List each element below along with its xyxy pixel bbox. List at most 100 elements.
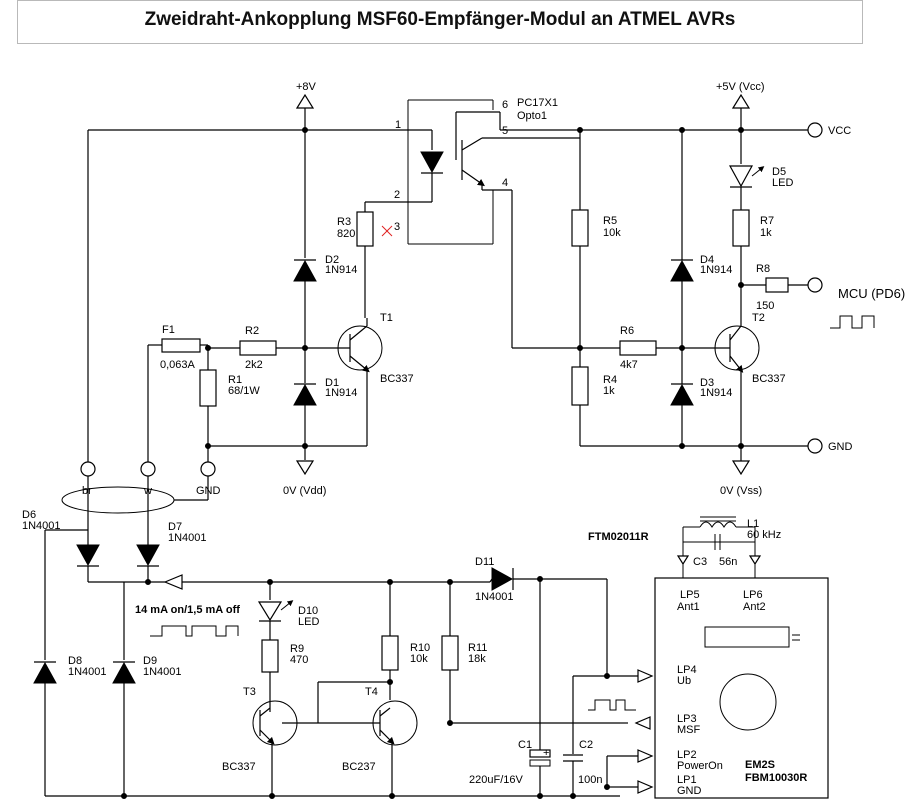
opto-pin2-label: 2 <box>394 189 400 201</box>
svg-text:GND: GND <box>677 785 702 797</box>
led-D5: D5 LED <box>728 165 793 189</box>
svg-text:4k7: 4k7 <box>620 359 638 371</box>
svg-text:BC337: BC337 <box>380 373 414 385</box>
svg-text:Ant1: Ant1 <box>677 601 700 613</box>
opto-pin4-label: 4 <box>502 177 508 189</box>
svg-text:LP3: LP3 <box>677 713 697 725</box>
terminal-mcu: MCU (PD6) <box>807 277 905 329</box>
svg-text:1N914: 1N914 <box>700 387 732 399</box>
svg-text:D3: D3 <box>700 377 714 389</box>
module-name: EM2S <box>745 759 775 771</box>
svg-text:PowerOn: PowerOn <box>677 760 723 772</box>
svg-text:LED: LED <box>772 177 793 189</box>
svg-text:820: 820 <box>337 228 355 240</box>
svg-text:MCU (PD6): MCU (PD6) <box>838 286 905 301</box>
signal-arrow <box>163 574 183 590</box>
svg-text:D4: D4 <box>700 254 714 266</box>
resistor-R7: R7 1k <box>732 209 774 247</box>
svg-text:1N4001: 1N4001 <box>168 532 207 544</box>
svg-text:LP5: LP5 <box>680 589 700 601</box>
pulse-waveform-current <box>150 625 239 637</box>
svg-text:D8: D8 <box>68 655 82 667</box>
svg-text:1N4001: 1N4001 <box>22 520 61 532</box>
svg-text:LED: LED <box>298 616 319 628</box>
svg-text:T4: T4 <box>365 686 378 698</box>
svg-text:1N4001: 1N4001 <box>68 666 107 678</box>
led-D10: D10 LED <box>257 600 319 628</box>
resistor-R9: R9 470 <box>261 639 308 673</box>
diode-D4: D4 1N914 <box>670 254 732 282</box>
pulse-waveform-msf <box>588 699 636 711</box>
svg-text:BC237: BC237 <box>342 761 376 773</box>
svg-text:LP4: LP4 <box>677 664 697 676</box>
svg-text:F1: F1 <box>162 324 175 336</box>
svg-text:R5: R5 <box>603 215 617 227</box>
terminal-vcc: VCC <box>807 122 851 138</box>
fuse-F1: F1 0,063A <box>148 324 209 371</box>
svg-text:BC337: BC337 <box>222 761 256 773</box>
svg-text:0,063A: 0,063A <box>160 359 196 371</box>
svg-text:1N914: 1N914 <box>700 264 732 276</box>
diode-D2: D2 1N914 <box>293 254 357 282</box>
svg-text:1k: 1k <box>603 385 615 397</box>
opto-pin3-label: 3 <box>394 221 400 233</box>
svg-text:BC337: BC337 <box>752 373 786 385</box>
transistor-T3: T3 BC337 <box>222 686 318 796</box>
svg-text:R6: R6 <box>620 325 634 337</box>
svg-text:R10: R10 <box>410 642 430 654</box>
svg-text:LP1: LP1 <box>677 774 697 786</box>
svg-text:LP2: LP2 <box>677 749 697 761</box>
capacitor-C2: C2 100n <box>563 739 602 786</box>
svg-text:0V (Vss): 0V (Vss) <box>720 485 762 497</box>
svg-text:10k: 10k <box>603 227 621 239</box>
diode-D3: D3 1N914 <box>670 377 732 406</box>
svg-text:MSF: MSF <box>677 724 701 736</box>
svg-text:1k: 1k <box>760 227 772 239</box>
svg-text:T2: T2 <box>752 312 765 324</box>
svg-text:68/1W: 68/1W <box>228 385 260 397</box>
svg-text:D6: D6 <box>22 509 36 521</box>
diode-D7: D7 1N4001 <box>136 521 207 567</box>
optocoupler: 2 3 6 5 4 PC17X1 Opto1 <box>365 97 580 245</box>
svg-text:D5: D5 <box>772 166 786 178</box>
ground-vdd-symbol: 0V (Vdd) <box>283 460 326 497</box>
resistor-R6: R6 4k7 <box>619 325 730 371</box>
resistor-R3: R3 820 <box>337 202 374 318</box>
svg-text:1N4001: 1N4001 <box>143 666 182 678</box>
resistor-R10: R10 10k <box>381 635 430 671</box>
module-em2s: LP5 Ant1 LP6 Ant2 LP4 Ub LP3 MSF LP2 Pow… <box>654 577 829 799</box>
resistor-R5: R5 10k <box>571 130 621 367</box>
current-note: 14 mA on/1,5 mA off <box>135 604 240 616</box>
cable-ellipse <box>61 486 175 514</box>
resistor-R1: R1 68/1W <box>199 348 260 462</box>
resistor-R2: R2 2k2 <box>208 325 305 371</box>
ground-vss-symbol: 0V (Vss) <box>720 446 762 497</box>
svg-text:56n: 56n <box>719 556 737 568</box>
svg-text:1N4001: 1N4001 <box>475 591 514 603</box>
diode-D1: D1 1N914 <box>293 377 357 406</box>
resistor-R11: R11 18k <box>441 635 487 671</box>
diode-D11: D11 1N4001 <box>475 556 514 603</box>
svg-text:R11: R11 <box>468 642 487 654</box>
svg-text:C2: C2 <box>579 739 593 751</box>
svg-text:470: 470 <box>290 654 308 666</box>
svg-text:R7: R7 <box>760 215 774 227</box>
supply-5v-symbol: +5V (Vcc) <box>716 81 765 109</box>
svg-text:D1: D1 <box>325 377 339 389</box>
transistor-T2: T2 BC337 <box>714 312 786 446</box>
transistor-T4: T4 BC237 <box>318 686 418 796</box>
inductor-L1: L1 60 kHz <box>699 516 781 541</box>
pulse-waveform-mcu <box>830 315 875 329</box>
opto-name: PC17X1 <box>517 97 558 109</box>
diode-D6: D6 1N4001 <box>22 509 100 567</box>
capacitor-C1: + C1 220uF/16V <box>469 739 551 786</box>
svg-text:100n: 100n <box>578 774 602 786</box>
resistor-R8: R8 150 <box>741 263 808 312</box>
svg-text:Ub: Ub <box>677 675 691 687</box>
svg-text:VCC: VCC <box>828 125 851 137</box>
svg-text:10k: 10k <box>410 653 428 665</box>
svg-text:R2: R2 <box>245 325 259 337</box>
svg-text:R4: R4 <box>603 374 617 386</box>
resistor-R4: R4 1k <box>571 366 617 446</box>
